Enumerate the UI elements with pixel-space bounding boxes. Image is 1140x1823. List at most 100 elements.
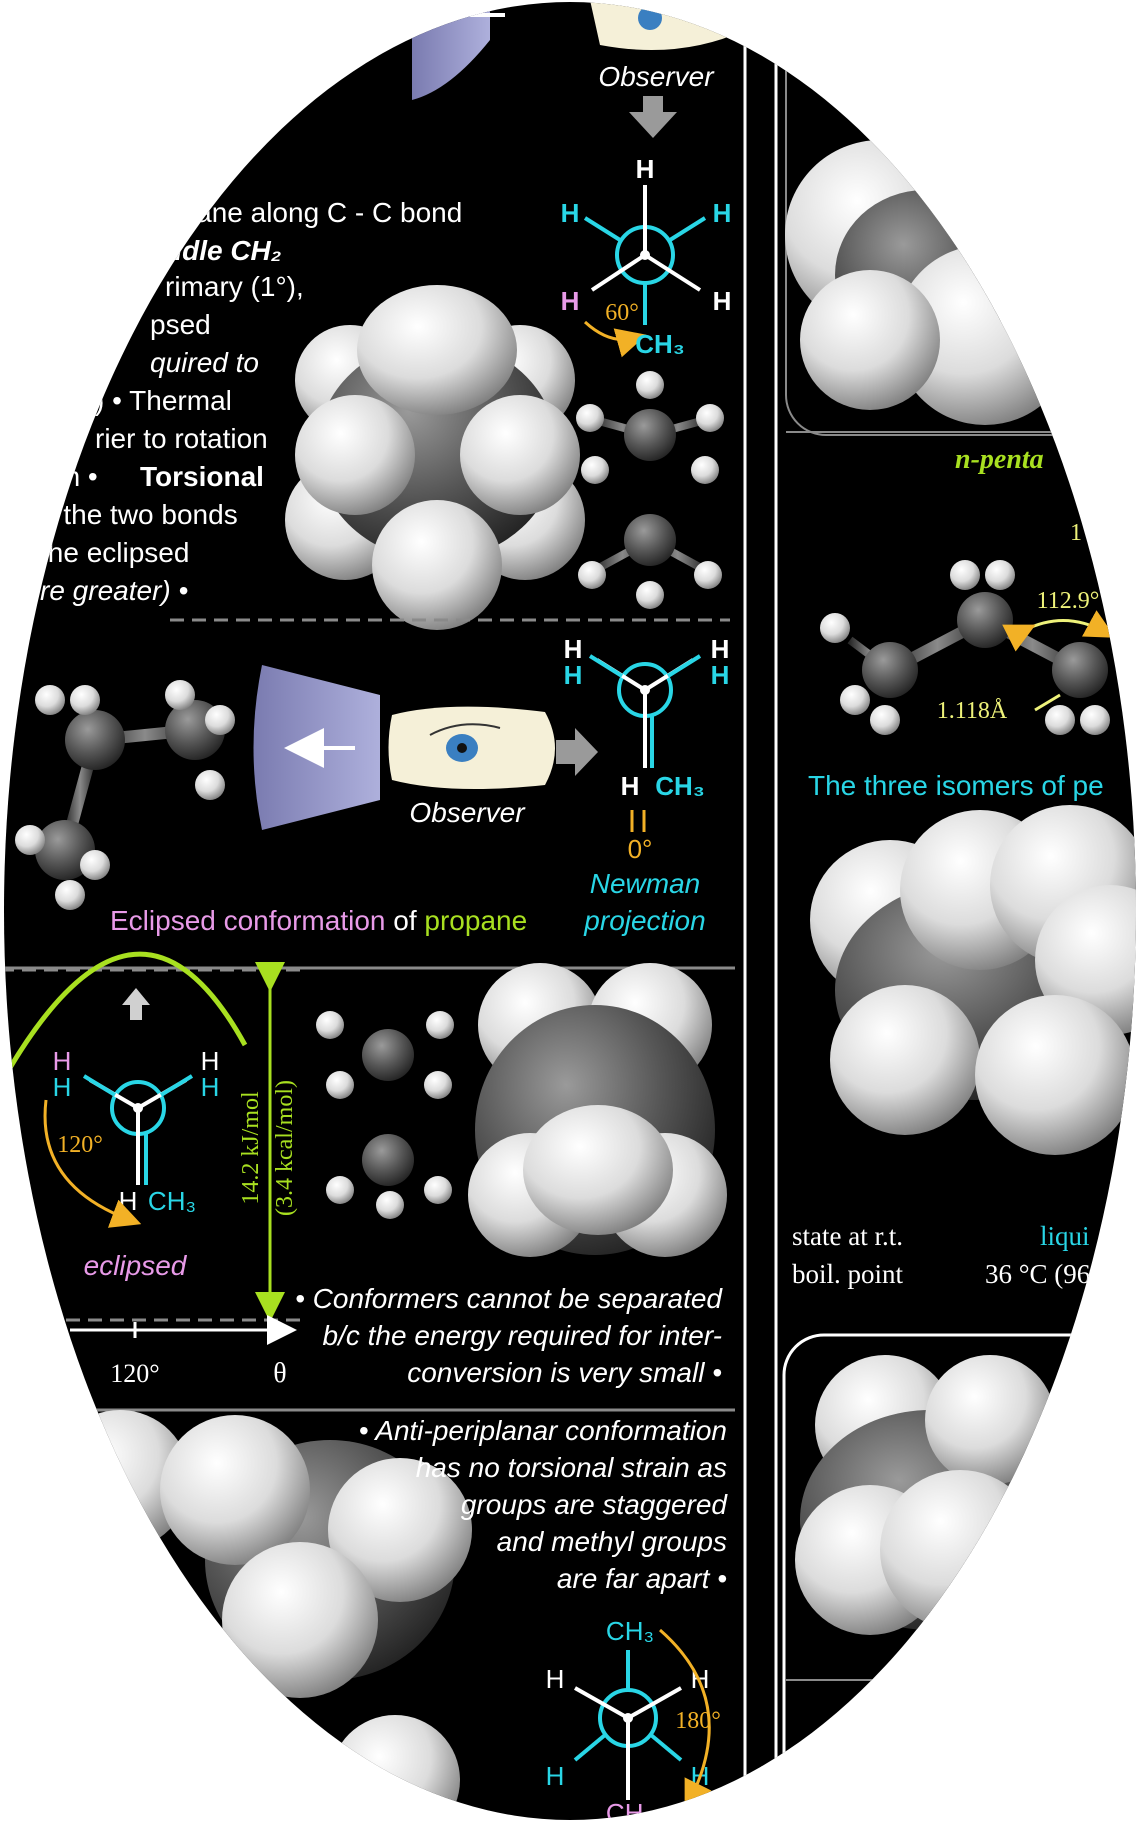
h-label: H	[53, 1072, 72, 1102]
atom-c	[957, 592, 1013, 648]
propane-ball-stick-top	[576, 371, 724, 609]
atom-h	[578, 561, 606, 589]
bond	[583, 216, 622, 242]
bond	[666, 654, 702, 678]
atom-h	[328, 1458, 472, 1602]
atom-h	[205, 705, 235, 735]
atom-h	[195, 770, 225, 800]
h-label: H	[711, 660, 730, 690]
isomers-caption: The three isomers of pe	[808, 770, 1104, 801]
center-dot	[640, 250, 650, 260]
properties-table: state at r.t. liqui boil. point 36 °C (9…	[792, 1221, 1090, 1289]
newman-caption-2: projection	[583, 905, 705, 936]
observer-label: Observer	[409, 797, 526, 828]
atom-h	[576, 404, 604, 432]
intro-paragraph: opane along C - C bond ddle CH₂ rimary (…	[35, 197, 462, 606]
atom-h	[691, 456, 719, 484]
intro-line-11: re greater) •	[40, 575, 188, 606]
caption-conformation: Eclipsed conformation	[110, 905, 385, 936]
atom-h	[295, 395, 415, 515]
atom-h	[523, 1105, 673, 1235]
x-axis-label: θ	[273, 1358, 286, 1389]
propane-ball-stick-eclipsed	[15, 680, 235, 910]
bond-length-label: 1.118Å	[937, 698, 1008, 724]
atom-c	[362, 1134, 414, 1186]
atom-h	[70, 685, 100, 715]
atom-h	[636, 371, 664, 399]
bond	[668, 216, 707, 242]
h-label: H	[119, 1186, 138, 1216]
bond	[588, 654, 624, 678]
intro-line-7: rier to rotation	[95, 423, 268, 454]
note-line-2: b/c the energy required for inter-	[323, 1320, 722, 1351]
atom-h	[424, 1176, 452, 1204]
angle-arrow	[583, 320, 647, 358]
atom-h	[636, 581, 664, 609]
atom-h	[925, 1355, 1055, 1485]
conformers-note: • Conformers cannot be separated b/c the…	[295, 1283, 723, 1388]
caption-propane: propane	[424, 905, 527, 936]
right-arrow-icon	[556, 728, 598, 776]
angle-arrow	[1002, 610, 1116, 652]
angle-arrow	[630, 810, 646, 832]
atom-h	[222, 1542, 378, 1698]
atom-h	[376, 1191, 404, 1219]
pentane-title-text: n-penta	[955, 444, 1044, 475]
down-arrow-icon	[629, 96, 677, 138]
h-label-pink: H	[561, 286, 580, 316]
angle-label: 60°	[605, 300, 639, 326]
atom-h	[326, 1071, 354, 1099]
up-arrow-icon	[122, 988, 150, 1020]
atom-c	[862, 642, 918, 698]
newman-projection-eclipsed: H H H H H CH₃ 0° Newman projection	[564, 634, 730, 936]
row-label-boil: boil. point	[792, 1259, 904, 1289]
atom-h	[460, 395, 580, 515]
propane-space-filling-top	[285, 285, 585, 630]
x-tick-label: 120°	[110, 1359, 159, 1388]
h-label: H	[53, 1046, 72, 1076]
h-label: H	[564, 634, 583, 664]
pentane-title: n-penta	[955, 444, 1044, 475]
atom-h	[160, 1415, 310, 1565]
atom-h	[840, 685, 870, 715]
anti-line-5: are far apart •	[557, 1563, 727, 1594]
bond	[649, 1733, 683, 1762]
intro-line-3: rimary (1°),	[165, 271, 304, 302]
atom-c	[362, 1029, 414, 1081]
observer-top-label: Observer	[598, 61, 715, 92]
right-card-2	[782, 1333, 1136, 1820]
eclipsed-caption: Eclipsed conformation of propane	[110, 905, 527, 936]
bond	[590, 253, 647, 292]
note-line-1: • Conformers cannot be separated	[295, 1283, 723, 1314]
atom-h	[357, 285, 517, 415]
atom-h	[696, 404, 724, 432]
row-value-state: liqui	[1040, 1221, 1090, 1251]
atom-h	[165, 680, 195, 710]
atom-h	[694, 561, 722, 589]
atom-h	[372, 500, 502, 630]
atom-c	[624, 514, 676, 566]
atom-h	[581, 456, 609, 484]
atom-c	[1052, 642, 1108, 698]
angle-arrow	[659, 1628, 712, 1811]
intro-line-6: ) • Thermal	[95, 385, 232, 416]
h-label: H	[713, 198, 732, 228]
atom-c	[624, 409, 676, 461]
h-label: H	[711, 634, 730, 664]
intro-line-9: n the two bonds	[40, 499, 238, 530]
atom-h	[326, 1176, 354, 1204]
bond-length-pointer	[1034, 693, 1061, 712]
energy-kj: 14.2 kJ/mol	[238, 1091, 264, 1205]
bond	[574, 1686, 629, 1720]
row-value-boil: 36 °C (96	[985, 1259, 1090, 1289]
eclipsed-label: eclipsed	[84, 1250, 188, 1281]
ch3-label: CH₃	[148, 1186, 196, 1216]
anti-line-4: and methyl groups	[497, 1526, 727, 1557]
newman-projection-energy: H H H H H CH₃ 120° eclipsed	[43, 1046, 220, 1281]
energy-kcal: (3.4 kcal/mol)	[272, 1080, 298, 1216]
note-line-3: conversion is very small •	[407, 1357, 722, 1388]
atom-h	[15, 825, 45, 855]
h-label: H	[201, 1046, 220, 1076]
